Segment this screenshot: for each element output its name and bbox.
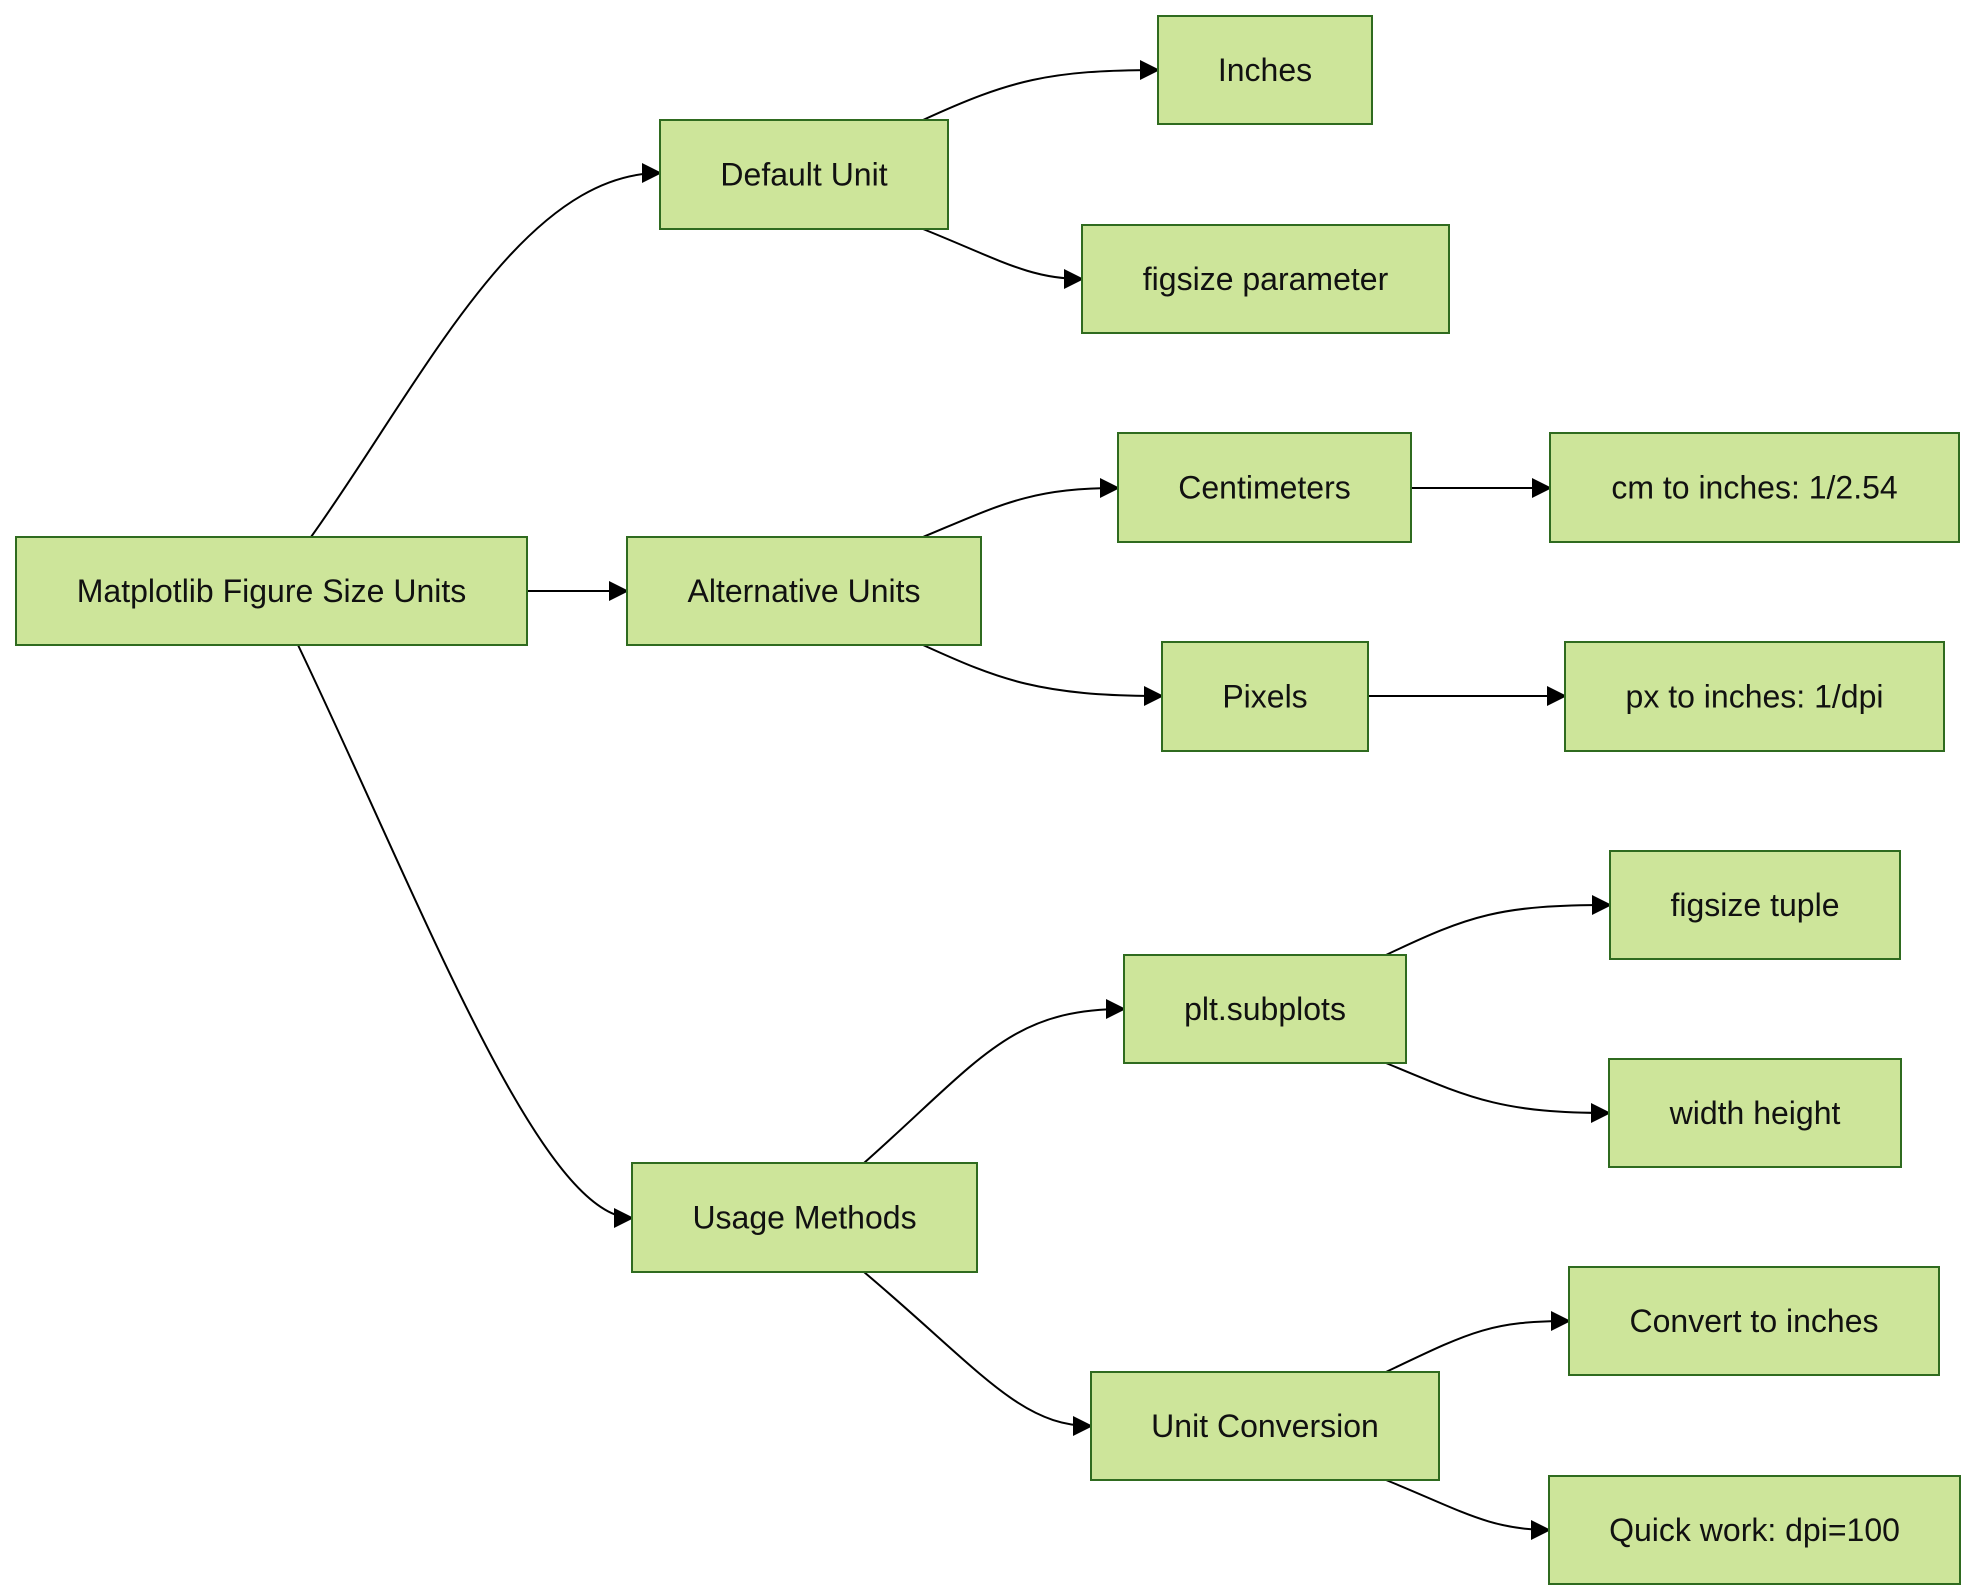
node-box — [1090, 1371, 1440, 1481]
node-label: plt.subplots — [1184, 991, 1346, 1027]
edge-unit-conversion-to-quick-work — [1385, 1479, 1551, 1540]
node-box — [1081, 224, 1450, 334]
node-label: px to inches: 1/dpi — [1626, 679, 1884, 715]
node-label: Unit Conversion — [1151, 1408, 1379, 1444]
node-figsize-parameter: figsize parameter — [1081, 224, 1450, 334]
edge-root-to-usage-methods — [297, 644, 634, 1228]
node-label: Centimeters — [1178, 470, 1351, 506]
edge-alternative-units-to-centimeters — [922, 478, 1120, 538]
node-inches: Inches — [1157, 15, 1373, 125]
node-box — [1161, 641, 1369, 752]
node-box — [626, 536, 982, 646]
edge-alternative-units-to-pixels — [922, 644, 1164, 706]
node-box — [1564, 641, 1945, 752]
node-label: Usage Methods — [692, 1200, 916, 1236]
node-label: Pixels — [1222, 679, 1307, 715]
node-box — [1549, 432, 1960, 543]
node-quick-work: Quick work: dpi=100 — [1548, 1475, 1961, 1585]
node-box — [1548, 1475, 1961, 1585]
node-label: Convert to inches — [1629, 1303, 1878, 1339]
edge-default-unit-to-inches — [922, 60, 1160, 121]
node-unit-conversion: Unit Conversion — [1090, 1371, 1440, 1481]
edge-plt-subplots-to-width-height — [1385, 1062, 1611, 1123]
node-box — [15, 536, 528, 646]
nodes-layer: Matplotlib Figure Size Units Default Unit… — [15, 15, 1961, 1585]
node-label: Default Unit — [720, 157, 887, 193]
node-figsize-tuple: figsize tuple — [1609, 850, 1901, 960]
node-cm-to-inches: cm to inches: 1/2.54 — [1549, 432, 1960, 543]
node-px-to-inches: px to inches: 1/dpi — [1564, 641, 1945, 752]
node-box — [1157, 15, 1373, 125]
node-convert-to-inches: Convert to inches — [1568, 1266, 1940, 1376]
node-box — [1123, 954, 1407, 1064]
node-width-height: width height — [1608, 1058, 1902, 1168]
edge-default-unit-to-figsize-parameter — [922, 228, 1084, 289]
edge-plt-subplots-to-figsize-tuple — [1385, 895, 1612, 956]
edge-usage-methods-to-unit-conversion — [863, 1271, 1093, 1436]
node-label: figsize tuple — [1671, 887, 1840, 923]
node-alternative-units: Alternative Units — [626, 536, 982, 646]
node-default-unit: Default Unit — [659, 119, 949, 230]
node-root: Matplotlib Figure Size Units — [15, 536, 528, 646]
node-label: Matplotlib Figure Size Units — [77, 573, 466, 609]
node-centimeters: Centimeters — [1117, 432, 1412, 543]
node-label: cm to inches: 1/2.54 — [1611, 470, 1897, 506]
node-usage-methods: Usage Methods — [631, 1162, 978, 1273]
edge-unit-conversion-to-convert-to-inches — [1385, 1311, 1571, 1373]
node-label: Quick work: dpi=100 — [1609, 1512, 1900, 1548]
node-label: figsize parameter — [1143, 261, 1389, 297]
node-box — [1117, 432, 1412, 543]
node-box — [1609, 850, 1901, 960]
edge-usage-methods-to-plt-subplots — [863, 999, 1126, 1164]
node-plt-subplots: plt.subplots — [1123, 954, 1407, 1064]
node-label: width height — [1669, 1095, 1841, 1131]
edge-root-to-default-unit — [310, 163, 662, 538]
node-box — [1608, 1058, 1902, 1168]
node-label: Inches — [1218, 52, 1312, 88]
node-box — [659, 119, 949, 230]
edges-layer — [297, 60, 1612, 1540]
node-box — [631, 1162, 978, 1273]
node-pixels: Pixels — [1161, 641, 1369, 752]
node-box — [1568, 1266, 1940, 1376]
node-label: Alternative Units — [688, 573, 921, 609]
